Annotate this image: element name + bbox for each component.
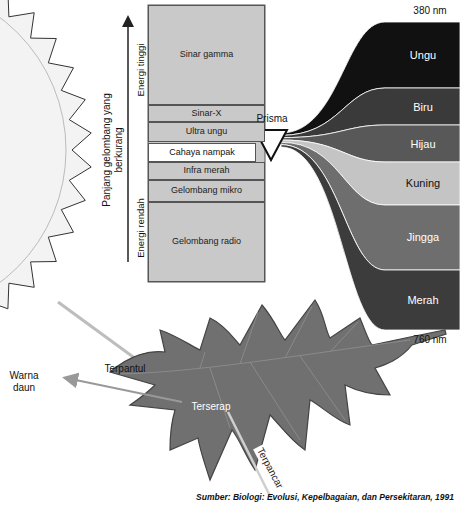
label: Panjang gelombang yang berkurang [101, 88, 124, 213]
spectrum-band: Sinar-X [148, 105, 265, 122]
label: Energi tinggi [136, 44, 147, 97]
spectrum-band: Cahaya nampak [148, 143, 256, 162]
band-label: Gelombang radio [172, 237, 241, 247]
band-label: Gelombang mikro [171, 186, 242, 196]
source-caption: Sumber: Biologi: Evolusi, Kepelbagaian, … [196, 493, 454, 503]
band-label: Jingga [407, 231, 439, 243]
colour-band-label: Ungu [388, 40, 458, 70]
band-label: Ultra ungu [186, 127, 228, 137]
band-label: Sinar gamma [180, 50, 234, 60]
colour-band-label: Kuning [388, 168, 458, 198]
label: 760 nm [413, 334, 446, 346]
label: Terpantul [104, 363, 145, 375]
spectrum-band: Gelombang mikro [148, 180, 265, 202]
spectrum-band: Infra merah [148, 162, 265, 180]
label: Terpancar [254, 444, 287, 492]
colour-band-label: Hijau [388, 129, 458, 159]
spectrum-band: Ultra ungu [148, 122, 265, 142]
spectrum-band: Gelombang radio [148, 202, 265, 282]
band-label: Merah [407, 294, 438, 306]
energy-arrow [127, 18, 129, 262]
band-label: Cahaya nampak [169, 148, 235, 158]
leaf-veins [120, 306, 410, 440]
label: Energi rendah [136, 198, 147, 258]
spectrum-band: Sinar gamma [148, 5, 265, 105]
sun-disc [0, 0, 91, 342]
band-label: Biru [413, 101, 433, 113]
band-label: Hijau [410, 138, 435, 150]
spectrum-fan [281, 22, 460, 330]
colour-band-label: Jingga [388, 222, 458, 252]
sun-rim [0, 0, 66, 316]
band-label: Kuning [406, 177, 440, 189]
colour-band [281, 145, 460, 330]
band-label: Sinar-X [191, 109, 221, 119]
band-label: Infra merah [183, 166, 229, 176]
colour-band-label: Biru [388, 92, 458, 122]
colour-band-label: Merah [388, 285, 458, 315]
label: 380 nm [413, 5, 446, 17]
spectrum-column [148, 5, 265, 282]
band-label: Ungu [410, 49, 436, 61]
label: Warna daun [4, 370, 44, 393]
leaf [110, 300, 446, 480]
label: Terserap [192, 401, 231, 413]
label: Prisma [256, 113, 287, 125]
reflected-arrow [66, 378, 182, 402]
sun [0, 0, 91, 342]
